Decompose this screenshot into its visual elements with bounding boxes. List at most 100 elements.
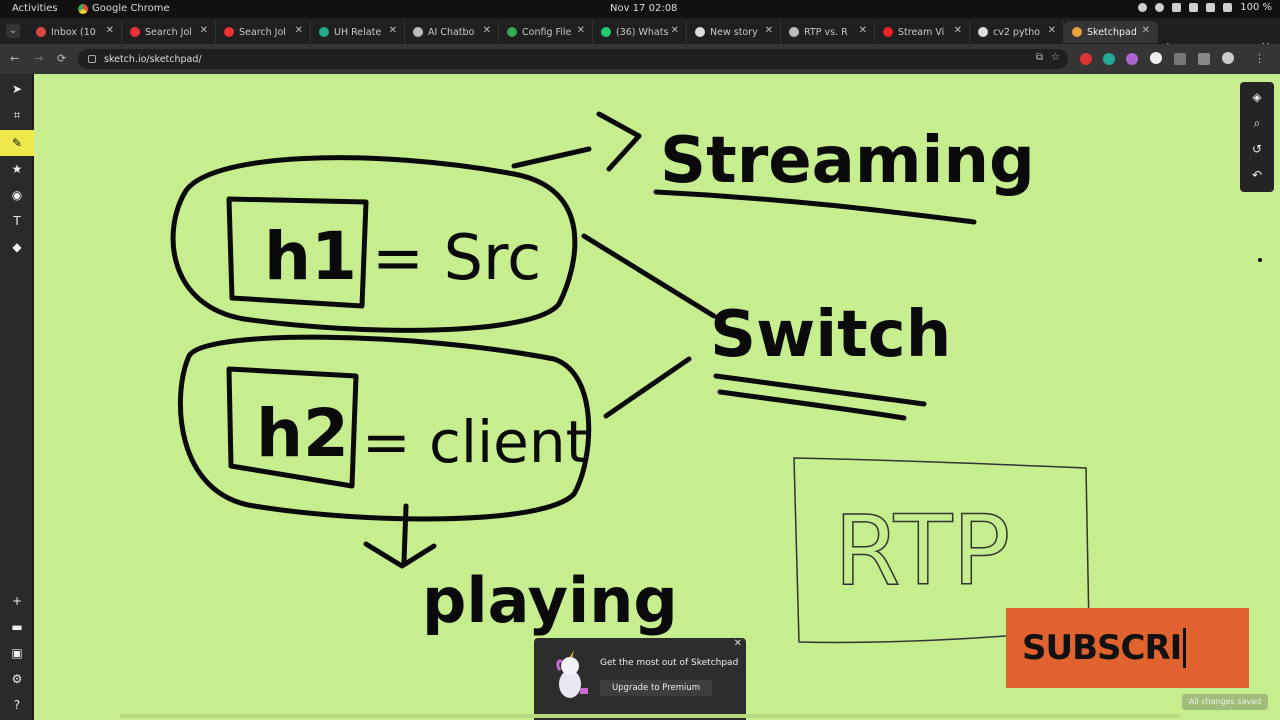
tab-5[interactable]: AI Chatbo ✕ [405, 21, 499, 43]
notification-icon [1155, 3, 1165, 12]
horizontal-scrollbar[interactable] [120, 714, 1180, 718]
battery-level: 100 % [1240, 2, 1272, 13]
profile-avatar[interactable] [1150, 52, 1162, 64]
tab-strip: ⌄ Inbox (10✕Search Jol✕Search Jol✕UH Rel… [0, 18, 1280, 56]
tab-favicon-icon [413, 27, 423, 37]
tab-search-button[interactable]: ⌄ [6, 24, 20, 38]
tab-12[interactable]: Sketchpad✕ [1064, 21, 1158, 43]
grammarly-icon[interactable] [1103, 53, 1115, 65]
back-button[interactable]: ← [10, 52, 20, 65]
h1-text: h1 [264, 218, 357, 295]
h2-box [226, 366, 359, 489]
h2-text: h2 [256, 395, 349, 472]
account-avatar[interactable] [1222, 52, 1234, 64]
playing-arrow-head [363, 541, 437, 569]
upgrade-button[interactable]: Upgrade to Premium [600, 680, 712, 696]
tab-favicon-icon [319, 27, 329, 37]
tab-close-icon[interactable]: ✕ [576, 25, 585, 36]
playing-arrow-stem [401, 503, 409, 565]
tab-close-icon[interactable]: ✕ [294, 25, 303, 36]
tab-close-icon[interactable]: ✕ [953, 25, 962, 36]
site-info-icon[interactable] [88, 55, 96, 63]
tab-close-icon[interactable]: ✕ [670, 25, 679, 36]
url-text: sketch.io/sketchpad/ [104, 53, 202, 65]
tab-label: Inbox (10 [51, 26, 96, 38]
tab-label: RTP vs. R [804, 26, 848, 38]
streaming-arrow-line [511, 146, 592, 169]
tab-close-icon[interactable]: ✕ [105, 25, 114, 36]
add-icon[interactable]: + [11, 594, 23, 608]
layers-icon[interactable]: ◈ [1252, 90, 1262, 104]
unicorn-mascot-icon [556, 650, 588, 698]
install-icon[interactable]: ⧉ [1035, 52, 1044, 63]
tab-6[interactable]: Config File ✕ [499, 21, 593, 43]
battery-icon [1223, 3, 1233, 12]
vpn-icon [1138, 3, 1148, 12]
tab-label: Config File [522, 26, 572, 38]
tab-close-icon[interactable]: ✕ [1141, 25, 1150, 36]
close-promo-icon[interactable]: ✕ [733, 638, 742, 649]
app-menu[interactable]: Google Chrome [78, 3, 170, 14]
extension-icon[interactable] [1126, 53, 1138, 65]
tab-label: New story [710, 26, 758, 38]
tab-11[interactable]: cv2 pytho ✕ [970, 21, 1064, 43]
chrome-menu-icon[interactable]: ⋮ [1254, 52, 1265, 65]
undo-icon[interactable]: ↶ [1251, 168, 1263, 182]
pen-tool-icon[interactable]: ✎ [0, 130, 34, 156]
tab-4[interactable]: UH Relate ✕ [311, 21, 405, 43]
tab-1[interactable]: Inbox (10 ✕ [28, 21, 122, 43]
stamp-star-icon[interactable]: ★ [11, 162, 23, 176]
clock[interactable]: Nov 17 02:08 [610, 3, 678, 14]
select-tool-icon[interactable]: ➤ [11, 82, 23, 96]
save-icon[interactable]: ▣ [11, 646, 23, 660]
crop-tool-icon[interactable]: ⌗ [13, 107, 21, 122]
streaming-underline [653, 189, 977, 225]
stray-dot [1258, 258, 1262, 262]
tab-close-icon[interactable]: ✕ [482, 25, 491, 36]
reload-button[interactable]: ⟳ [57, 52, 67, 65]
save-status: All changes saved [1182, 694, 1268, 710]
side-panel-icon[interactable] [1198, 53, 1210, 65]
switch-underline-2 [717, 389, 907, 421]
tab-7[interactable]: (36) Whats✕ [593, 21, 687, 43]
system-tray[interactable]: 100 % [1138, 2, 1272, 13]
tab-favicon-icon [1072, 27, 1082, 37]
activities-button[interactable]: Activities [12, 3, 58, 14]
help-icon[interactable]: ? [13, 698, 21, 712]
tab-9[interactable]: RTP vs. R ✕ [781, 21, 875, 43]
sketch-drawing: h1 = Src h2 = client Streaming Switch pl… [170, 111, 1262, 644]
zoom-icon[interactable]: ⌕ [1253, 115, 1261, 130]
text-cursor [1183, 628, 1187, 668]
tab-label: UH Relate [334, 26, 382, 38]
settings-icon[interactable]: ⚙ [11, 672, 23, 686]
tab-2[interactable]: Search Jol✕ [122, 21, 216, 43]
tab-favicon-icon [601, 27, 611, 37]
address-bar[interactable]: sketch.io/sketchpad/ ⧉ ☆ [78, 49, 1068, 69]
extension-icon[interactable] [1080, 53, 1092, 65]
extensions-puzzle-icon[interactable] [1174, 53, 1186, 65]
tab-close-icon[interactable]: ✕ [1047, 25, 1056, 36]
folder-icon[interactable]: ▬ [11, 620, 23, 634]
tab-label: AI Chatbo [428, 26, 475, 38]
tab-label: cv2 pytho [993, 26, 1041, 38]
tab-close-icon[interactable]: ✕ [764, 25, 773, 36]
fill-tool-icon[interactable]: ◆ [12, 240, 22, 254]
text-tool-icon[interactable]: T [13, 214, 21, 228]
forward-button[interactable]: → [34, 52, 44, 65]
tab-8[interactable]: New story ✕ [687, 21, 781, 43]
bookmark-star-icon[interactable]: ☆ [1051, 52, 1060, 63]
h1-assignment-text: = Src [372, 221, 541, 294]
history-icon[interactable]: ↺ [1251, 142, 1263, 156]
h2-assignment-text: = client [362, 408, 588, 476]
h2-oval [178, 334, 592, 522]
shape-tool-icon[interactable]: ◉ [11, 188, 23, 202]
subscribe-text: SUBSCRI [1022, 628, 1182, 668]
tab-close-icon[interactable]: ✕ [858, 25, 867, 36]
tab-close-icon[interactable]: ✕ [388, 25, 397, 36]
switch-text: Switch [710, 298, 951, 372]
chrome-icon [78, 3, 88, 14]
tab-close-icon[interactable]: ✕ [199, 25, 208, 36]
tab-3[interactable]: Search Jol✕ [216, 21, 311, 43]
subscribe-overlay[interactable]: SUBSCRI [1006, 608, 1249, 688]
tab-10[interactable]: Stream Vi✕ [875, 21, 970, 43]
